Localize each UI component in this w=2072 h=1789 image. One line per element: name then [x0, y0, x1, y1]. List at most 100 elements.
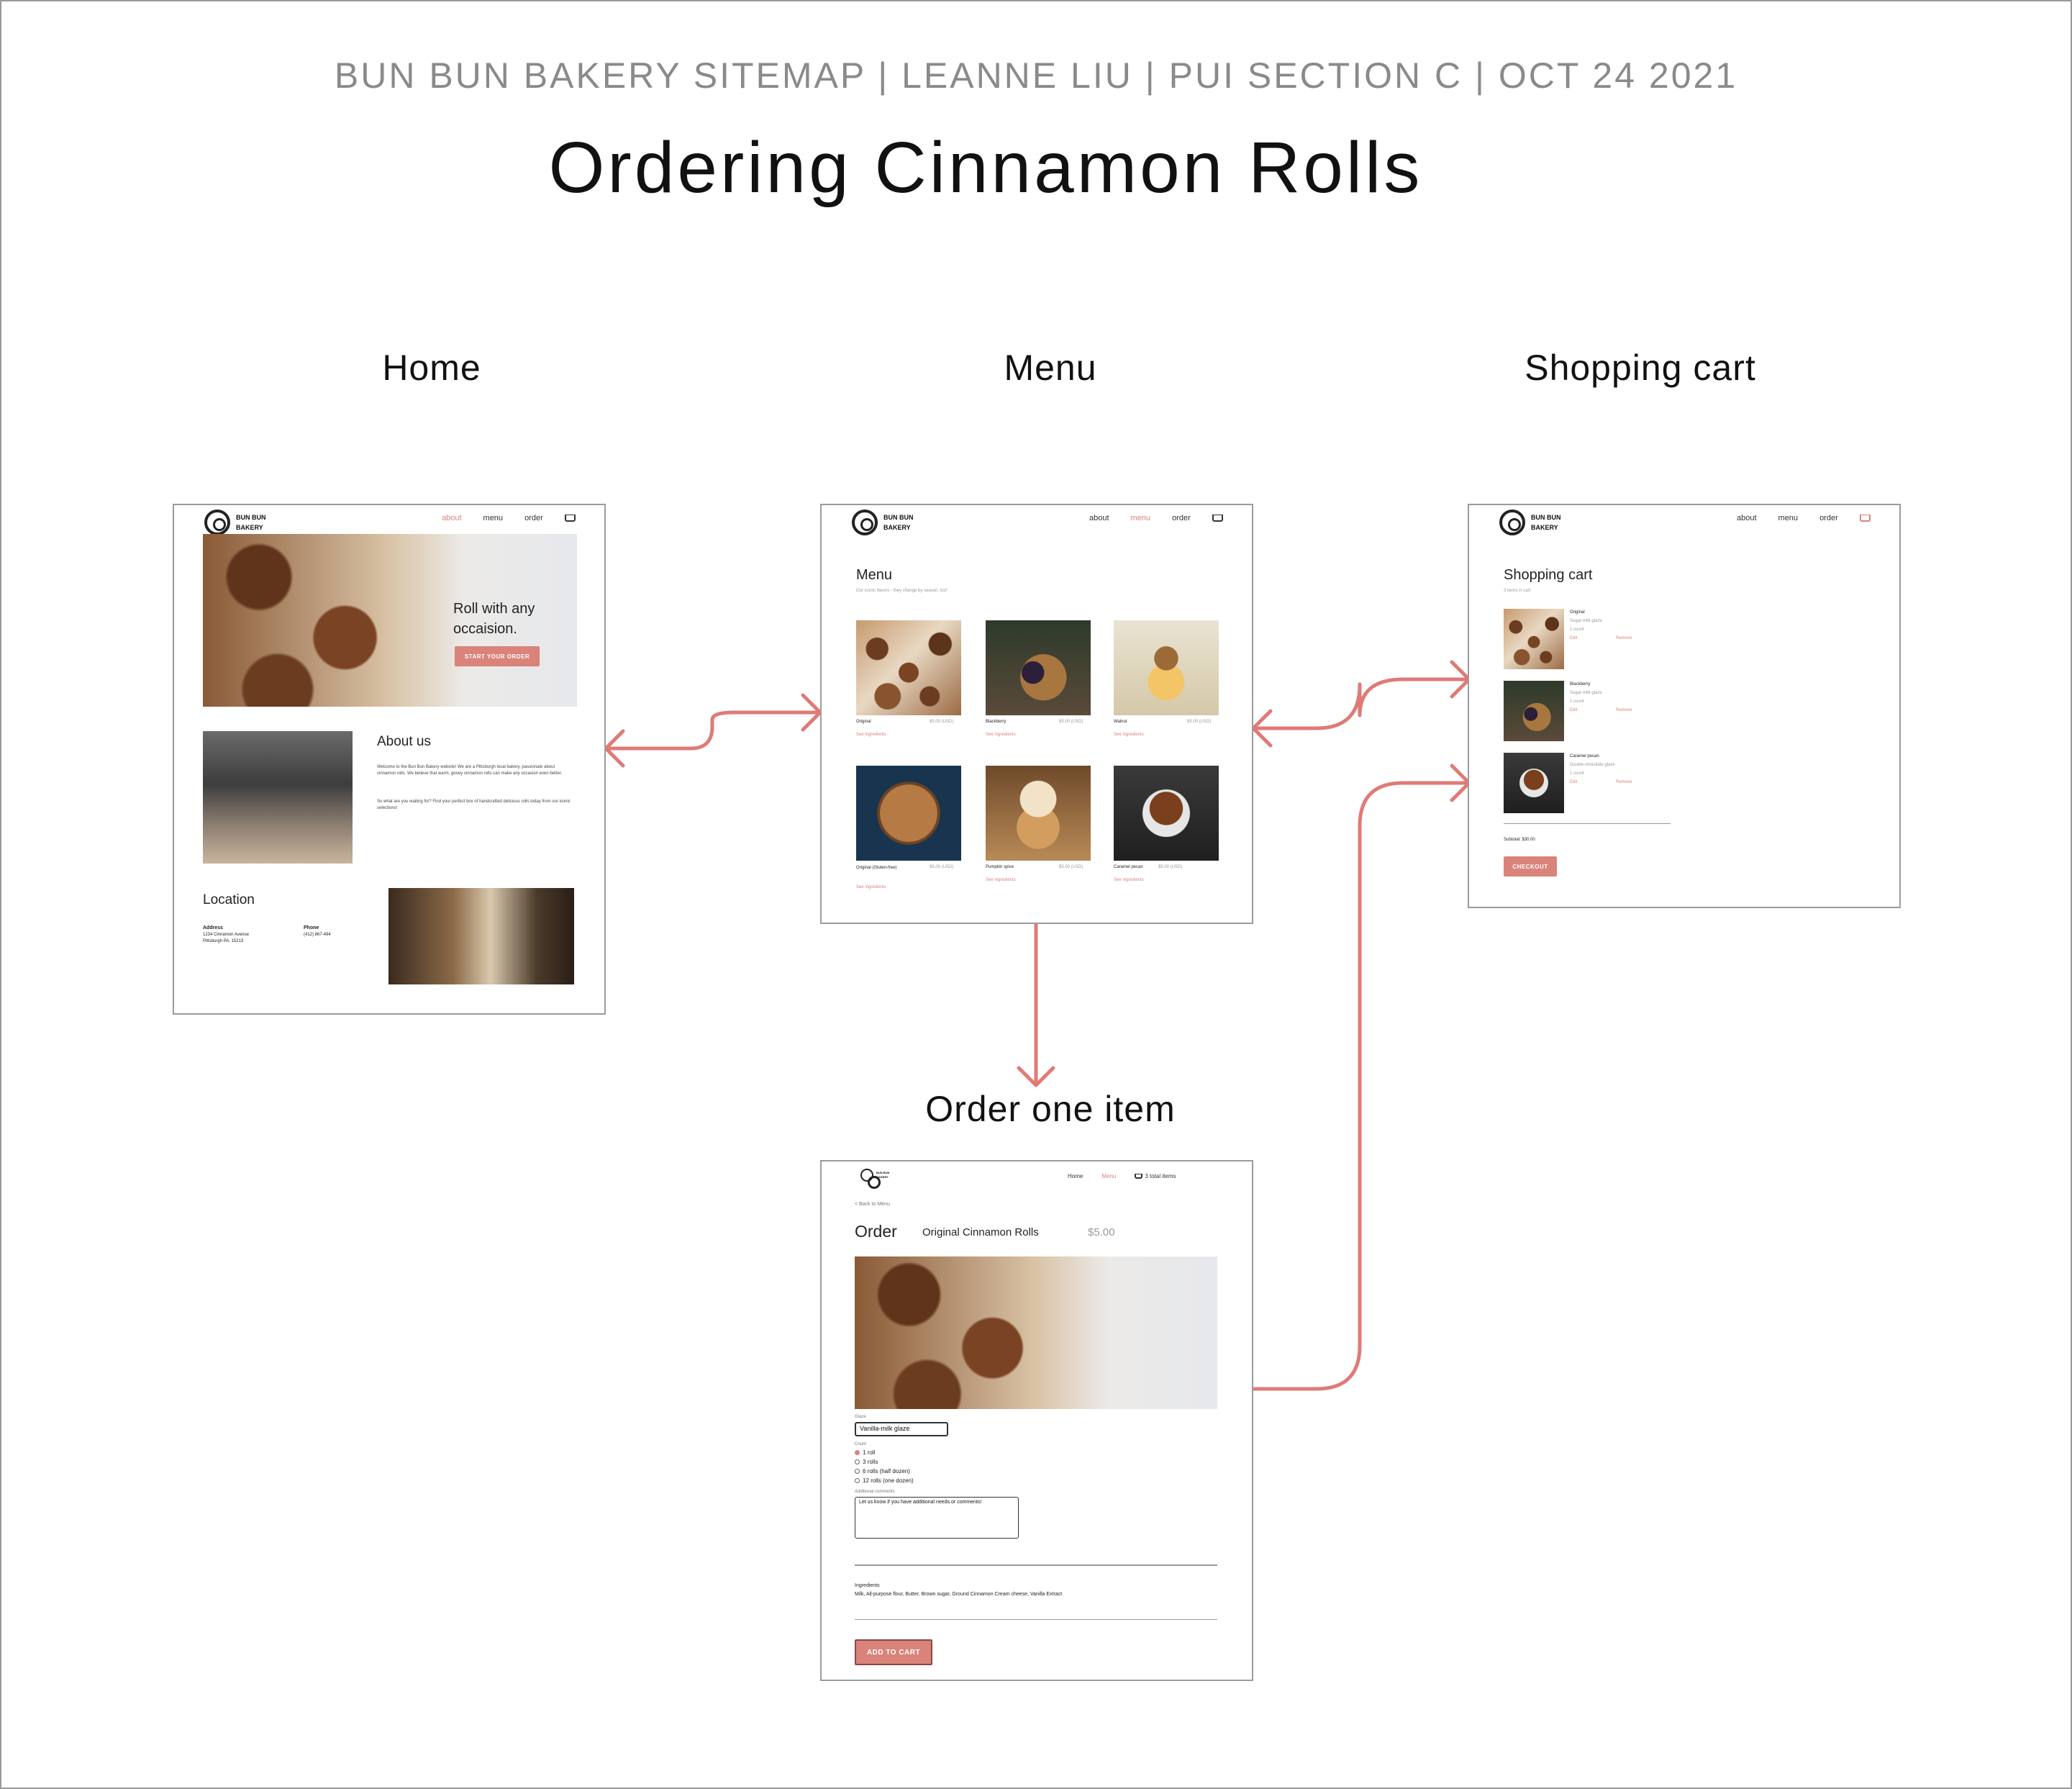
- cart-item-name: Original: [1570, 610, 1585, 615]
- menu-item-name: Original (Gluten-free): [856, 866, 897, 870]
- cart-item-count: 1 count: [1570, 699, 1584, 704]
- cinnamon-roll-logo-icon: [204, 509, 230, 535]
- nav-about[interactable]: about: [442, 514, 462, 522]
- menu-item-name: Blackberry: [986, 720, 1007, 724]
- nav-menu[interactable]: menu: [483, 514, 504, 522]
- radio-icon: [855, 1469, 860, 1474]
- menu-item-name: Walnut: [1114, 720, 1127, 724]
- cart-item-remove-link[interactable]: Remove: [1616, 780, 1632, 784]
- order-nav: Home Menu 3 total items: [1068, 1173, 1176, 1179]
- cart-item-glaze: Sugar-milk glaze: [1570, 619, 1602, 623]
- cart-item-count: 1 count: [1570, 628, 1584, 632]
- menu-item-image[interactable]: [856, 620, 961, 715]
- cart-item-image: [1504, 681, 1564, 741]
- radio-icon: [855, 1478, 860, 1483]
- count-option-1[interactable]: 1 roll: [855, 1449, 875, 1456]
- glaze-label: Glaze: [855, 1415, 866, 1419]
- cart-item-glaze: Double-chocolate glaze: [1570, 763, 1615, 767]
- cart-icon[interactable]: [1859, 515, 1871, 522]
- nav-order[interactable]: order: [1819, 514, 1838, 522]
- see-ingredients-link[interactable]: See ingredients: [986, 733, 1016, 737]
- checkout-button[interactable]: CHECKOUT: [1504, 856, 1557, 877]
- comments-textarea[interactable]: Let us know if you have additional needs…: [855, 1497, 1019, 1539]
- nav-order[interactable]: order: [524, 514, 543, 522]
- menu-item-image[interactable]: [856, 766, 961, 861]
- address-line-1: 1234 Cinnamon Avenue: [203, 933, 249, 937]
- order-product-image: [855, 1256, 1217, 1409]
- cart-icon[interactable]: [1212, 515, 1223, 522]
- menu-item-price: $5.00 (USD): [930, 720, 954, 724]
- home-nav: about menu order: [442, 514, 576, 522]
- menu-item-name: Caramel pecan: [1114, 865, 1143, 869]
- count-label: Count: [855, 1442, 867, 1446]
- cart-nav: about menu order: [1737, 514, 1871, 522]
- back-to-menu-link[interactable]: < Back to Menu: [855, 1202, 890, 1207]
- see-ingredients-link[interactable]: See ingredients: [856, 885, 886, 889]
- radio-selected-icon: [855, 1450, 860, 1455]
- menu-item-price: $5.00 (USD): [1059, 865, 1083, 869]
- nav-menu[interactable]: menu: [1778, 514, 1799, 522]
- about-heading: About us: [377, 734, 431, 749]
- nav-about[interactable]: about: [1089, 514, 1109, 522]
- cart-item-name: Blackberry: [1570, 682, 1591, 687]
- menu-item-image[interactable]: [986, 766, 1091, 861]
- see-ingredients-link[interactable]: See ingredients: [856, 733, 886, 737]
- menu-item-price: $5.00 (USD): [1187, 720, 1212, 724]
- start-order-button[interactable]: START YOUR ORDER: [455, 646, 540, 666]
- see-ingredients-link[interactable]: See ingredients: [1114, 878, 1144, 882]
- cart-divider: [1504, 823, 1671, 824]
- count-option-6[interactable]: 6 rolls (half dozen): [855, 1468, 910, 1475]
- nav-menu[interactable]: Menu: [1101, 1173, 1117, 1179]
- nav-about[interactable]: about: [1737, 514, 1757, 522]
- menu-item-name: Original: [856, 720, 871, 724]
- cart-icon[interactable]: [564, 515, 576, 522]
- order-product-price: $5.00: [1088, 1226, 1115, 1238]
- cart-item-edit-link[interactable]: Edit: [1570, 636, 1578, 640]
- menu-item-image[interactable]: [986, 620, 1091, 715]
- cart-item-edit-link[interactable]: Edit: [1570, 708, 1578, 712]
- menu-item-price: $5.00 (USD): [1158, 865, 1183, 869]
- cart-item-edit-link[interactable]: Edit: [1570, 780, 1578, 784]
- order-divider: [855, 1619, 1217, 1620]
- ingredients-label: Ingredients: [855, 1583, 880, 1588]
- nav-home[interactable]: Home: [1068, 1173, 1083, 1179]
- count-option-3[interactable]: 3 rolls: [855, 1459, 878, 1465]
- cart-item-remove-link[interactable]: Remove: [1616, 708, 1632, 712]
- cinnamon-roll-logo-icon: [852, 509, 878, 535]
- bakery-shop-image: [388, 888, 574, 984]
- see-ingredients-link[interactable]: See ingredients: [1114, 733, 1144, 737]
- node-title-order: Order one item: [925, 1089, 1176, 1129]
- menu-nav: about menu order: [1089, 514, 1223, 522]
- menu-item-image[interactable]: [1114, 620, 1219, 715]
- hero-image: [203, 534, 577, 707]
- see-ingredients-link[interactable]: See ingredients: [986, 878, 1016, 882]
- add-to-cart-button[interactable]: ADD TO CART: [855, 1639, 932, 1665]
- menu-item-name: Pumpkin spice: [986, 865, 1014, 869]
- cart-item-glaze: Sugar-milk glaze: [1570, 691, 1602, 695]
- menu-item-price: $5.00 (USD): [930, 865, 954, 869]
- menu-item-image[interactable]: [1114, 766, 1219, 861]
- phone-value: (412) 867-494: [304, 933, 331, 937]
- order-product-name: Original Cinnamon Rolls: [922, 1226, 1039, 1238]
- cinnamon-roll-logo-icon: [1499, 509, 1525, 535]
- nav-order[interactable]: order: [1172, 514, 1191, 522]
- count-option-12[interactable]: 12 rolls (one dozen): [855, 1477, 914, 1484]
- baker-image: [203, 731, 353, 864]
- nav-cart[interactable]: 3 total items: [1135, 1173, 1176, 1179]
- address-label: Address: [203, 925, 224, 930]
- nav-menu[interactable]: menu: [1130, 514, 1151, 522]
- ingredients-value: Milk, All-purpose flour, Butter, Brown s…: [855, 1592, 1063, 1597]
- glaze-select[interactable]: Vanilla-milk glaze: [855, 1422, 948, 1436]
- cart-icon: [1135, 1174, 1143, 1179]
- order-divider: [855, 1564, 1217, 1566]
- cart-item-remove-link[interactable]: Remove: [1616, 636, 1632, 640]
